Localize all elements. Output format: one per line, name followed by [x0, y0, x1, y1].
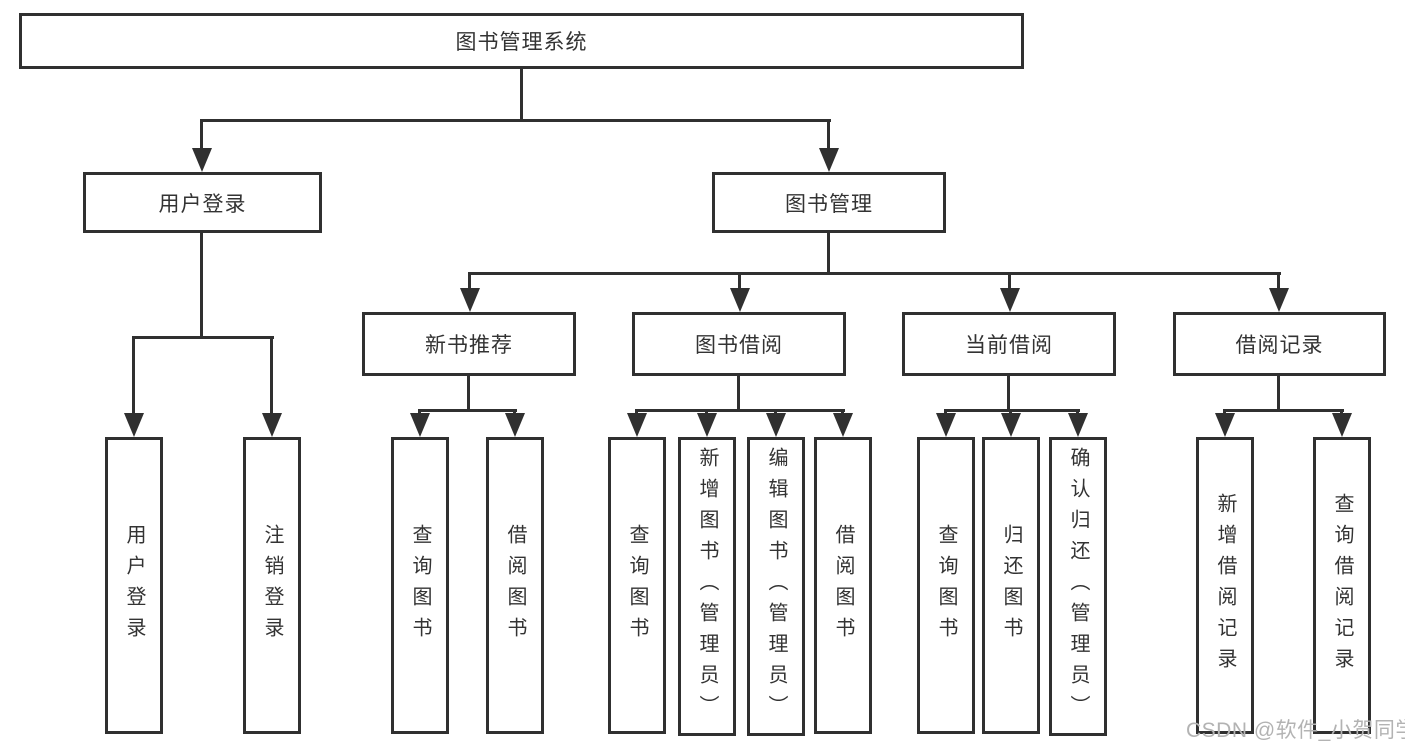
- arrow-down-icon: [1068, 413, 1088, 437]
- leaf-user-login: 用户登录: [105, 437, 163, 734]
- arrow-down-icon: [766, 413, 786, 437]
- leaf-record-query: 查询借阅记录: [1313, 437, 1371, 734]
- arrow-down-icon: [1332, 413, 1352, 437]
- arrow-down-icon: [819, 148, 839, 172]
- node-current-borrow: 当前借阅: [902, 312, 1116, 376]
- arrow-down-icon: [627, 413, 647, 437]
- connector-segment: [418, 409, 421, 416]
- connector-segment: [1009, 409, 1012, 416]
- leaf-current-confirm: 确认归还（管理员）: [1049, 437, 1107, 736]
- connector-segment: [944, 409, 1080, 412]
- leaf-record-add-label: 新增借阅记录: [1214, 492, 1236, 679]
- node-user-login: 用户登录: [83, 172, 322, 233]
- arrow-down-icon: [697, 413, 717, 437]
- leaf-current-return: 归还图书: [982, 437, 1040, 734]
- connector-segment: [1277, 272, 1280, 290]
- leaf-record-query-label: 查询借阅记录: [1331, 492, 1353, 679]
- arrow-down-icon: [192, 148, 212, 172]
- connector-segment: [467, 376, 470, 409]
- connector-segment: [200, 119, 203, 151]
- node-user-login-label: 用户登录: [158, 192, 247, 216]
- leaf-borrow-edit: 编辑图书（管理员）: [747, 437, 805, 736]
- connector-segment: [635, 409, 638, 416]
- connector-segment: [1223, 409, 1226, 416]
- leaf-current-return-label: 归还图书: [1000, 523, 1022, 648]
- leaf-current-query-label: 查询图书: [935, 523, 957, 648]
- arrow-down-icon: [1001, 413, 1021, 437]
- leaf-newbook-query-label: 查询图书: [409, 523, 431, 648]
- node-book-borrow-label: 图书借阅: [695, 334, 783, 357]
- leaf-current-query: 查询图书: [917, 437, 975, 734]
- leaf-newbook-query: 查询图书: [391, 437, 449, 734]
- node-book-borrow: 图书借阅: [632, 312, 846, 376]
- node-new-book-rec: 新书推荐: [362, 312, 576, 376]
- leaf-borrow-edit-label: 编辑图书（管理员）: [765, 447, 787, 726]
- connector-segment: [468, 272, 1281, 275]
- connector-segment: [738, 272, 741, 290]
- csdn-watermark: CSDN @软件_小贺同学: [1186, 719, 1405, 742]
- connector-segment: [1277, 376, 1280, 409]
- connector-segment: [827, 232, 830, 273]
- leaf-user-login-label: 用户登录: [123, 523, 145, 648]
- leaf-current-confirm-label: 确认归还（管理员）: [1067, 447, 1089, 726]
- connector-segment: [200, 119, 831, 122]
- connector-segment: [132, 336, 274, 339]
- arrow-down-icon: [505, 413, 525, 437]
- arrow-down-icon: [1269, 288, 1289, 312]
- leaf-record-add: 新增借阅记录: [1196, 437, 1254, 734]
- leaf-logout: 注销登录: [243, 437, 301, 734]
- connector-segment: [635, 409, 845, 412]
- arrow-down-icon: [1000, 288, 1020, 312]
- leaf-newbook-borrow-label: 借阅图书: [504, 523, 526, 648]
- node-current-borrow-label: 当前借阅: [965, 334, 1053, 357]
- connector-segment: [468, 272, 471, 290]
- connector-segment: [1340, 409, 1343, 416]
- node-book-mgmt: 图书管理: [712, 172, 946, 233]
- connector-segment: [944, 409, 947, 416]
- node-library-system: 图书管理系统: [19, 13, 1024, 69]
- connector-segment: [132, 336, 135, 416]
- connector-segment: [1007, 376, 1010, 409]
- arrow-down-icon: [410, 413, 430, 437]
- connector-segment: [200, 233, 203, 336]
- arrow-down-icon: [730, 288, 750, 312]
- node-borrow-record: 借阅记录: [1173, 312, 1386, 376]
- connector-segment: [270, 336, 273, 416]
- leaf-borrow-borrow-label: 借阅图书: [832, 523, 854, 648]
- arrow-down-icon: [833, 413, 853, 437]
- leaf-borrow-query: 查询图书: [608, 437, 666, 734]
- leaf-newbook-borrow: 借阅图书: [486, 437, 544, 734]
- connector-segment: [705, 409, 708, 416]
- connector-segment: [827, 119, 830, 151]
- node-new-book-rec-label: 新书推荐: [425, 334, 513, 357]
- leaf-logout-label: 注销登录: [261, 523, 283, 648]
- leaf-borrow-add: 新增图书（管理员）: [678, 437, 736, 736]
- connector-segment: [513, 409, 516, 416]
- connector-segment: [1223, 409, 1344, 412]
- arrow-down-icon: [124, 413, 144, 437]
- connector-segment: [737, 376, 740, 409]
- arrow-down-icon: [460, 288, 480, 312]
- connector-segment: [1008, 272, 1011, 290]
- leaf-borrow-add-label: 新增图书（管理员）: [696, 447, 718, 726]
- leaf-borrow-borrow: 借阅图书: [814, 437, 872, 734]
- connector-segment: [841, 409, 844, 416]
- connector-segment: [418, 409, 517, 412]
- arrow-down-icon: [262, 413, 282, 437]
- leaf-borrow-query-label: 查询图书: [626, 523, 648, 648]
- arrow-down-icon: [1215, 413, 1235, 437]
- node-borrow-record-label: 借阅记录: [1235, 334, 1324, 357]
- node-library-system-label: 图书管理系统: [455, 31, 588, 54]
- arrow-down-icon: [936, 413, 956, 437]
- connector-segment: [774, 409, 777, 416]
- connector-segment: [1076, 409, 1079, 416]
- node-book-mgmt-label: 图书管理: [785, 192, 873, 216]
- connector-segment: [520, 69, 523, 119]
